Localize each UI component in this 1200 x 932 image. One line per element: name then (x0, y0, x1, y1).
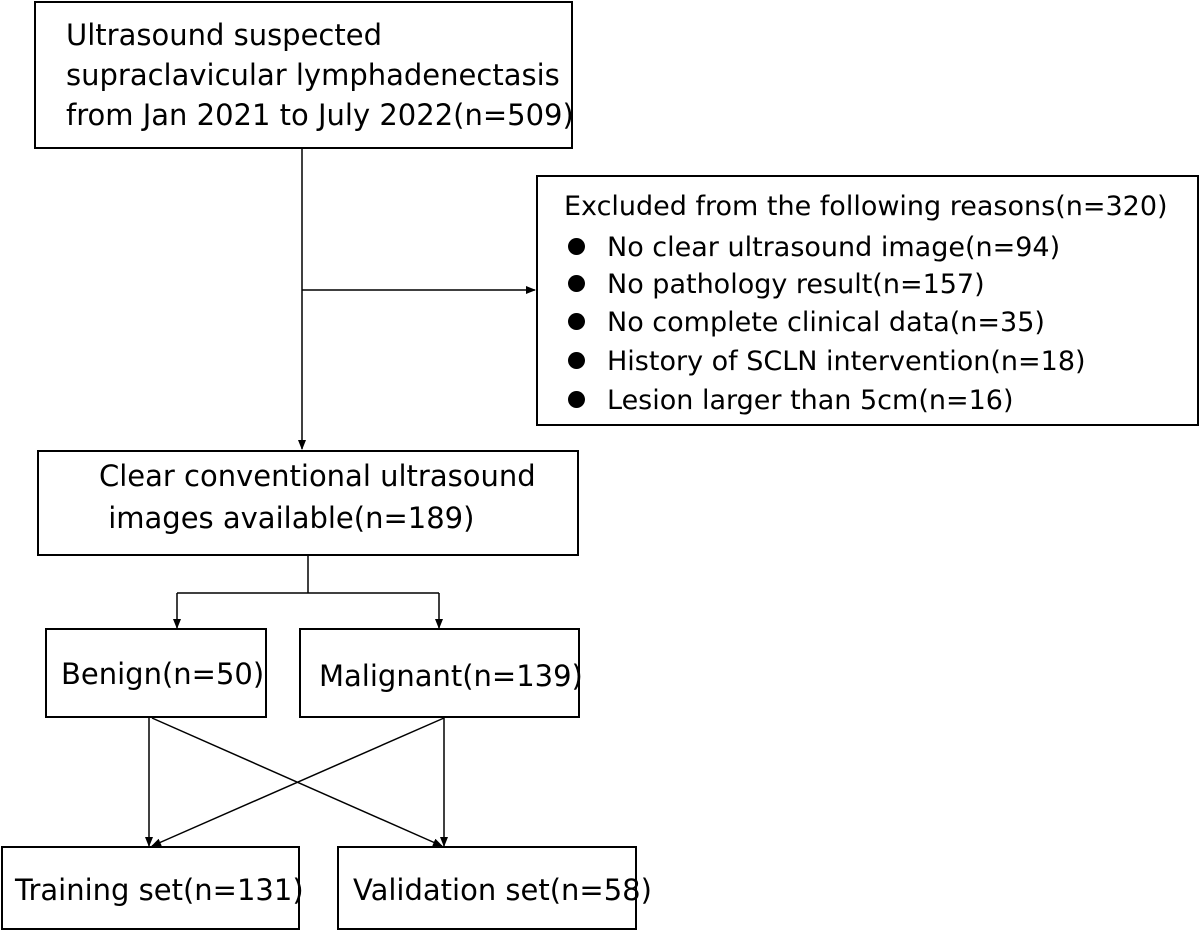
bullet-icon (568, 391, 585, 408)
start-line-3: from Jan 2021 to July 2022(n=509) (66, 98, 574, 132)
validation-box: Validation set(n=58) (337, 846, 652, 930)
validation-label: Validation set(n=58) (353, 873, 652, 907)
clear-line-2: images available(n=189) (99, 501, 475, 535)
excluded-reason: Lesion larger than 5cm(n=16) (568, 381, 1014, 421)
malignant-label: Malignant(n=139) (319, 659, 583, 693)
bullet-icon (568, 352, 585, 369)
start-box: Ultrasound suspected supraclavicular lym… (34, 1, 574, 149)
benign-label: Benign(n=50) (61, 657, 265, 691)
excluded-reason: No complete clinical data(n=35) (568, 303, 1045, 343)
clear-images-box: Clear conventional ultrasound images ava… (37, 450, 579, 556)
excluded-reason: No clear ultrasound image(n=94) (568, 228, 1060, 268)
arrow-malignant-to-training (151, 717, 445, 847)
excluded-reason: History of SCLN intervention(n=18) (568, 342, 1086, 382)
bullet-icon (568, 313, 585, 330)
start-line-2: supraclavicular lymphadenectasis (66, 58, 560, 92)
training-box: Training set(n=131) (1, 846, 304, 930)
excluded-box: Excluded from the following reasons(n=32… (536, 175, 1199, 426)
excluded-reason: No pathology result(n=157) (568, 265, 985, 305)
bullet-icon (568, 238, 585, 255)
malignant-box: Malignant(n=139) (299, 628, 583, 718)
excluded-title: Excluded from the following reasons(n=32… (564, 191, 1168, 222)
clear-line-1: Clear conventional ultrasound (99, 459, 536, 493)
benign-box: Benign(n=50) (45, 628, 267, 718)
bullet-icon (568, 275, 585, 292)
training-label: Training set(n=131) (15, 873, 304, 907)
start-line-1: Ultrasound suspected (66, 18, 382, 52)
